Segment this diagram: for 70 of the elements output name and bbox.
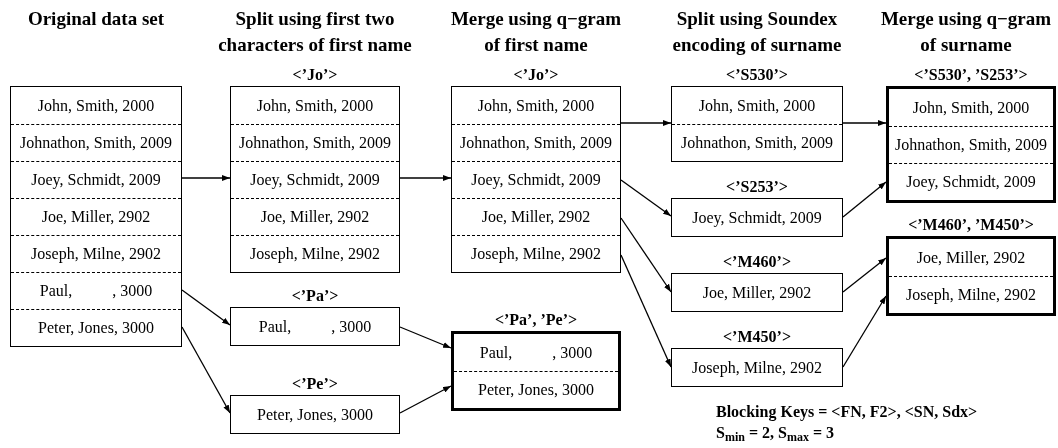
record-row: Joey, Schmidt, 2009 (452, 161, 620, 198)
record-row: Joe, Miller, 2902 (889, 239, 1053, 276)
key-label: <’Pa’, ’Pe’> (493, 310, 579, 330)
note-text: Blocking Keys = <FN, F2>, <SN, Sdx> (716, 402, 978, 423)
record-row: Joe, Miller, 2902 (672, 274, 842, 311)
arrow (399, 326, 452, 349)
record-table (451, 86, 621, 273)
column-heading: Split using Soundex encoding of surname (671, 7, 843, 57)
record-row: Paul, , 3000 (231, 308, 399, 345)
record-row: Peter, Jones, 3000 (231, 396, 399, 433)
record-row: John, Smith, 2000 (452, 87, 620, 124)
column-heading: Merge using q−gram of surname (879, 7, 1053, 57)
column-heading: Original data set (26, 7, 166, 31)
record-row: Johnathon, Smith, 2009 (452, 124, 620, 161)
key-label: <’S253’> (725, 177, 789, 197)
record-row: Joey, Schmidt, 2009 (231, 161, 399, 198)
record-table (10, 86, 182, 347)
arrow (620, 217, 672, 293)
record-row: Johnathon, Smith, 2009 (231, 124, 399, 161)
record-table (230, 86, 400, 273)
record-table (671, 86, 843, 162)
arrow (842, 257, 887, 293)
record-row: Joseph, Milne, 2902 (889, 276, 1053, 313)
key-label: <’S530’> (725, 65, 789, 85)
note-text: S$_{min}$ = 2, S$_{max}$ = 3 (716, 423, 835, 445)
arrow (181, 175, 231, 181)
arrow (620, 179, 672, 217)
arrow (842, 181, 887, 218)
record-row: Paul, , 3000 (11, 272, 181, 309)
arrow (181, 289, 231, 326)
record-row: Joey, Schmidt, 2009 (11, 161, 181, 198)
arrow (842, 120, 887, 126)
merged-table (451, 331, 621, 411)
key-label: <’Pe’> (291, 374, 339, 394)
record-row: Joey, Schmidt, 2009 (672, 199, 842, 236)
record-row: John, Smith, 2000 (889, 89, 1053, 126)
arrow (399, 175, 452, 181)
key-label: <’Jo’> (512, 65, 560, 85)
record-row: Joe, Miller, 2902 (231, 198, 399, 235)
key-label: <’M450’> (722, 327, 792, 347)
record-row: Johnathon, Smith, 2009 (889, 126, 1053, 163)
arrow (842, 295, 887, 368)
record-row: Paul, , 3000 (454, 334, 618, 371)
key-label: <’Jo’> (291, 65, 339, 85)
record-row: Joe, Miller, 2902 (452, 198, 620, 235)
record-row: John, Smith, 2000 (231, 87, 399, 124)
record-row: Joey, Schmidt, 2009 (889, 163, 1053, 200)
record-row: Peter, Jones, 3000 (454, 371, 618, 408)
record-row: Joseph, Milne, 2902 (11, 235, 181, 272)
record-row: John, Smith, 2000 (672, 87, 842, 124)
column-heading: Split using first two characters of first name (217, 7, 413, 57)
column-heading: Merge using q−gram of first name (449, 7, 623, 57)
key-label: <’M460’> (722, 252, 792, 272)
record-row: Joseph, Milne, 2902 (452, 235, 620, 272)
record-row: Joseph, Milne, 2902 (231, 235, 399, 272)
key-label: <’M460’, ’M450’> (907, 215, 1035, 235)
record-row: Johnathon, Smith, 2009 (11, 124, 181, 161)
arrow (399, 385, 452, 414)
arrow (181, 326, 231, 414)
arrow (620, 254, 672, 368)
record-row: Johnathon, Smith, 2009 (672, 124, 842, 161)
arrow (620, 120, 672, 126)
record-row: Peter, Jones, 3000 (11, 309, 181, 346)
record-row: John, Smith, 2000 (11, 87, 181, 124)
merged-table (886, 86, 1056, 203)
record-row: Joseph, Milne, 2902 (672, 349, 842, 386)
merged-table (886, 236, 1056, 316)
key-label: <’Pa’> (290, 286, 340, 306)
key-label: <’S530’, ’S253’> (913, 65, 1029, 85)
record-row: Joe, Miller, 2902 (11, 198, 181, 235)
